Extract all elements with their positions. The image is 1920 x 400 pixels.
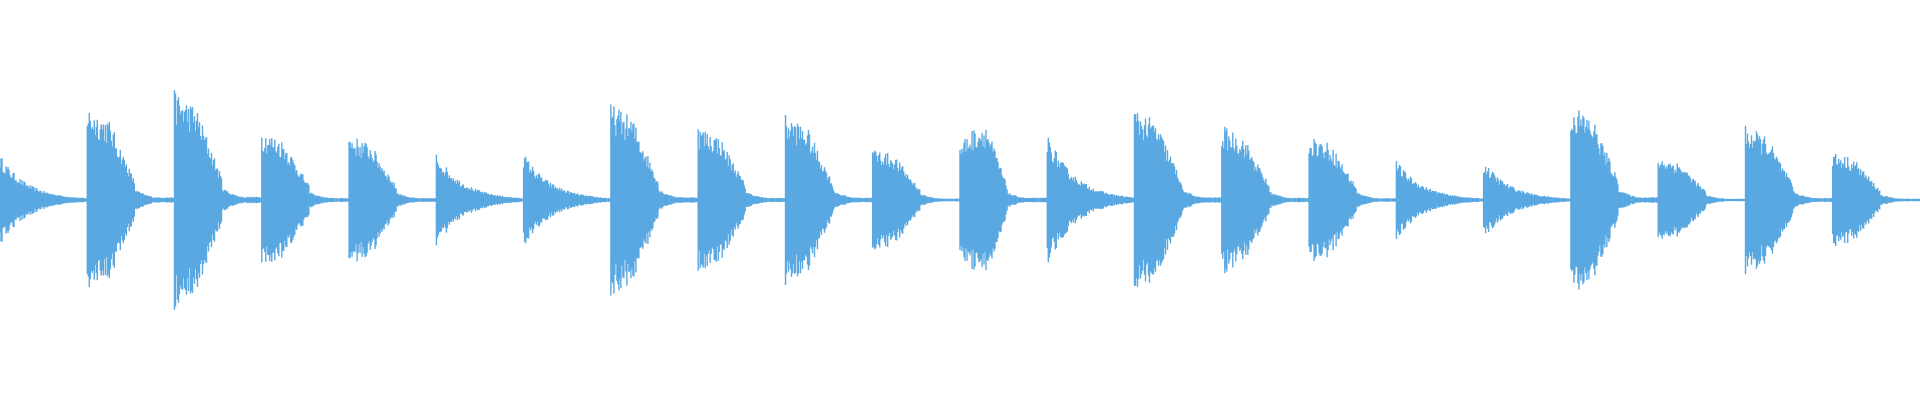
waveform-segment	[1744, 125, 1834, 275]
waveform-segment	[872, 150, 961, 250]
waveform-envelope	[1395, 161, 1485, 239]
waveform-segment	[1570, 110, 1659, 290]
waveform-envelope	[1832, 153, 1920, 247]
waveform-segment	[261, 137, 350, 263]
waveform-segment	[959, 130, 1048, 270]
waveform-envelope	[959, 130, 1048, 270]
waveform-segment	[173, 90, 263, 310]
waveform-envelope	[173, 90, 263, 310]
waveform-envelope	[1046, 137, 1135, 263]
waveform-envelope	[522, 156, 612, 244]
waveform-segment	[86, 112, 175, 288]
waveform-envelope	[1744, 125, 1834, 275]
waveform-envelope	[435, 154, 525, 246]
waveform-envelope	[784, 115, 874, 285]
waveform-segment	[610, 104, 699, 296]
waveform-segment	[1832, 153, 1920, 247]
waveform-envelope	[86, 112, 175, 288]
waveform-segment	[1133, 113, 1223, 287]
waveform-envelope	[697, 129, 786, 271]
waveform-segment	[522, 156, 612, 244]
waveform-segment	[1046, 137, 1135, 263]
waveform-envelope	[1570, 110, 1659, 290]
waveform-envelope	[1221, 126, 1310, 274]
waveform-segment	[697, 129, 786, 271]
waveform-segment	[0, 158, 88, 242]
waveform-envelope	[1482, 166, 1572, 234]
waveform-segment	[784, 115, 874, 285]
waveform-envelope	[1308, 138, 1397, 262]
waveform-segment	[1221, 126, 1310, 274]
waveform-segment	[1308, 138, 1397, 262]
waveform-segment	[435, 154, 525, 246]
waveform-segment	[348, 138, 437, 262]
waveform-segment	[1657, 161, 1746, 239]
waveform-envelope	[0, 158, 88, 242]
waveform-envelope	[610, 104, 699, 296]
waveform-envelope	[872, 150, 961, 250]
waveform-envelope	[261, 137, 350, 263]
waveform-envelope	[1133, 113, 1223, 287]
waveform-segment	[1482, 166, 1572, 234]
waveform-envelope	[348, 138, 437, 262]
waveform-segment	[1395, 161, 1485, 239]
waveform-envelope	[1657, 161, 1746, 239]
